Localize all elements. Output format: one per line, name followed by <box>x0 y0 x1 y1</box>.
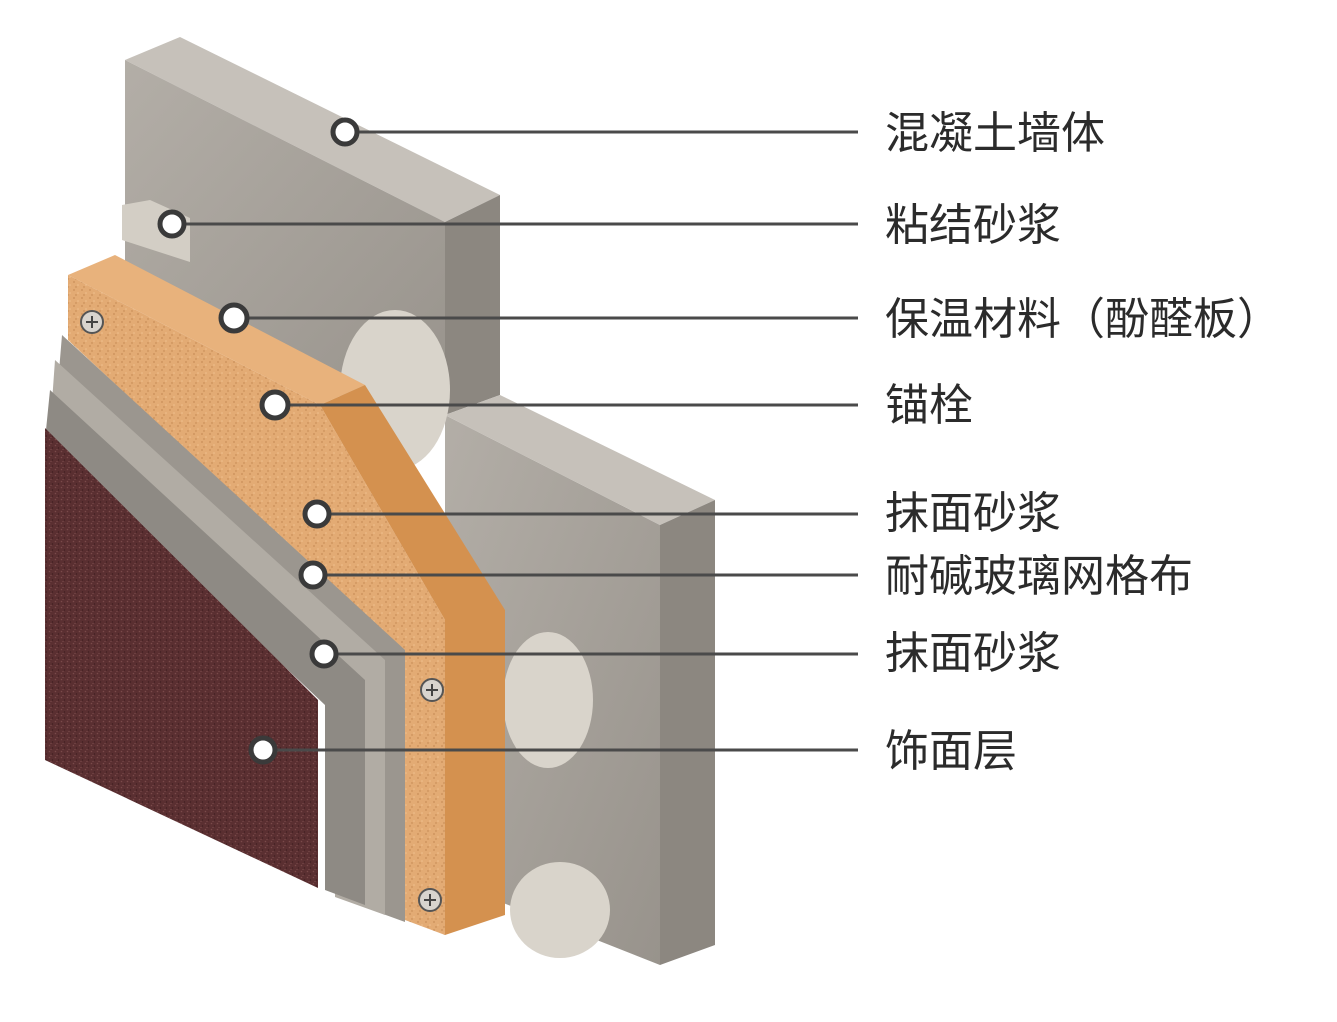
label-concrete-wall: 混凝土墙体 <box>885 108 1105 159</box>
marker-insulation <box>218 302 250 334</box>
label-anchor-bolt: 锚栓 <box>885 380 973 431</box>
insulation-side <box>320 385 505 935</box>
label-plaster-mortar-2: 抹面砂浆 <box>885 628 1061 679</box>
finish-layer-face <box>45 428 318 888</box>
concrete-wall-side-upper <box>445 195 500 415</box>
concrete-wall-top <box>125 37 500 222</box>
insulation-front <box>68 275 445 935</box>
screw-icon <box>418 888 442 912</box>
marker-concrete-wall <box>330 117 360 147</box>
label-insulation: 保温材料（酚醛板） <box>885 294 1281 345</box>
marker-anchor-bolt <box>259 389 291 421</box>
label-finish-layer: 饰面层 <box>885 726 1017 777</box>
anchor-screws <box>80 310 444 912</box>
insulation-layer <box>68 255 505 935</box>
callout-labels: 混凝土墙体 粘结砂浆 保温材料（酚醛板） 锚栓 抹面砂浆 耐碱玻璃网格布 抹面砂… <box>885 108 1281 777</box>
concrete-wall-step <box>445 395 715 525</box>
callout-lines <box>157 117 858 765</box>
marker-finish-layer <box>248 735 278 765</box>
insulation-top <box>68 255 365 405</box>
plaster-layers <box>45 335 405 922</box>
marker-plaster-mortar-1 <box>302 499 332 529</box>
marker-fiberglass-mesh <box>298 560 328 590</box>
mortar-dab <box>510 862 610 958</box>
marker-bonding-mortar <box>157 209 187 239</box>
marker-plaster-mortar-2 <box>309 639 339 669</box>
finish-layer-shape <box>45 428 318 888</box>
label-bonding-mortar: 粘结砂浆 <box>885 200 1061 251</box>
screw-icon <box>420 678 444 702</box>
label-plaster-mortar-1: 抹面砂浆 <box>885 488 1061 539</box>
concrete-wall-side-lower <box>660 500 715 965</box>
plaster-layer-inner <box>45 390 365 905</box>
screw-icon <box>80 310 104 334</box>
label-fiberglass-mesh: 耐碱玻璃网格布 <box>885 551 1193 602</box>
mortar-dab <box>503 632 593 768</box>
bonding-mortar-layer <box>122 200 610 958</box>
